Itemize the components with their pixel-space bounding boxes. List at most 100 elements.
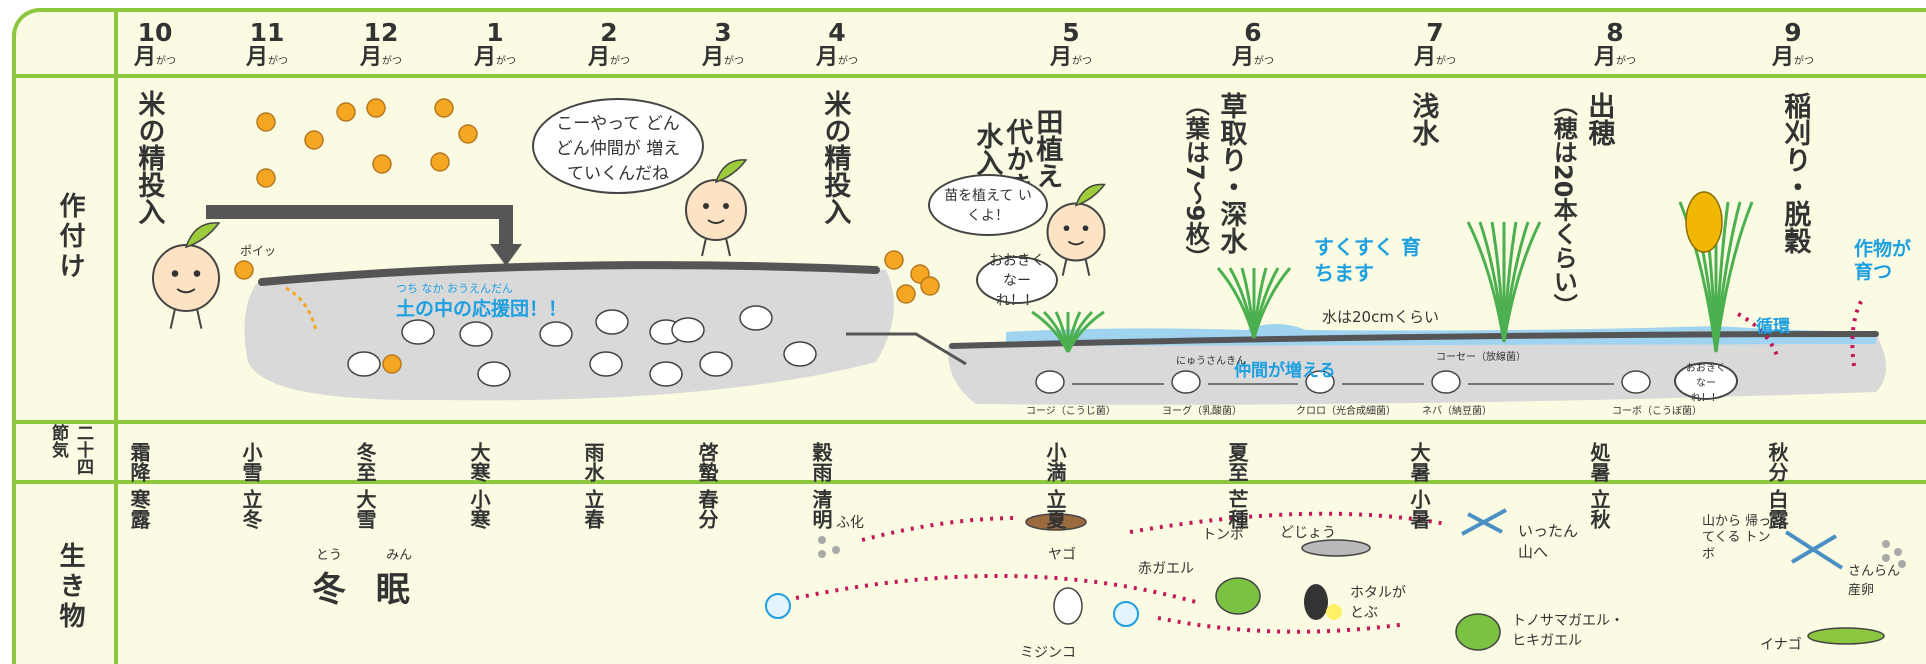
soil-microbe-13	[783, 341, 817, 367]
soil-microbe-12	[699, 351, 733, 377]
paddy-microbe-1	[1035, 370, 1065, 394]
hibernation-ruby: とう みん	[316, 548, 413, 563]
soil-microbe-4	[539, 321, 573, 347]
soil-microbe-7	[671, 317, 705, 343]
sekki-1: 霜降 寒露	[127, 442, 151, 529]
mijinko-bubble-2	[1113, 601, 1139, 627]
speech-bubble-grow: おおきく なーれ！！	[976, 253, 1058, 309]
soil-microbe-8	[739, 305, 773, 331]
task-rice-input-1: 米の精投入	[133, 90, 165, 225]
egg-dot-3	[818, 550, 826, 558]
dojo-icon	[1301, 539, 1371, 557]
mascot-planting-eye-right	[1082, 225, 1089, 232]
sekki-10: 大暑 小暑	[1407, 442, 1431, 529]
soil-surface-winter	[258, 261, 880, 286]
rice-mature-blade-7	[1714, 201, 1754, 353]
hotaru-glow-icon	[1326, 604, 1342, 620]
rice-seed-4	[366, 98, 386, 118]
mijinko-icon	[1053, 587, 1083, 625]
divider-header	[16, 74, 1926, 78]
soil-microbe-2	[401, 319, 435, 345]
speech-bubble-plant: 苗を植えて いくよ！	[928, 174, 1048, 236]
sekki-4: 大寒 小寒	[467, 442, 491, 529]
rice-seed-15	[920, 276, 940, 296]
return-tonbo-label: 山から 帰ってくる トンボ	[1702, 514, 1772, 562]
mijinko-label: ミジンコ	[1020, 645, 1076, 661]
frog-arrow	[1157, 616, 1407, 634]
paddy-microbe-2	[1171, 370, 1201, 394]
task-weeding-note: （葉は7〜9枚）	[1181, 92, 1210, 270]
throw-trail	[285, 286, 318, 331]
hotaru-icon	[1304, 584, 1328, 620]
mascot-thinking-eye-right	[723, 203, 729, 209]
inago-label: イナゴ	[1760, 637, 1802, 653]
egg-dot-2	[832, 546, 840, 554]
sekki-2: 小雪 立冬	[239, 442, 263, 529]
akagaeru-label: 赤ガエル	[1138, 561, 1194, 577]
water-depth-label: 水は20cmくらい	[1322, 308, 1439, 326]
tonosama-label: トノサマガエル・ ヒキガエル	[1512, 613, 1624, 649]
mijinko-bubble-1	[765, 593, 791, 619]
tonbo-egg-2	[1894, 548, 1902, 556]
friends-label: 仲間が増える	[1234, 361, 1336, 381]
task-rice-input-2: 米の精投入	[819, 90, 851, 225]
dojo-label: どじょう	[1280, 525, 1336, 541]
illustration-layer	[152, 98, 1906, 651]
tonbo-label: トンボ	[1202, 527, 1244, 543]
task-heading: 出穂	[1583, 92, 1615, 146]
cheer-label: 土の中の応援団！！	[396, 298, 568, 320]
sekki-12: 秋分 白露	[1765, 442, 1789, 529]
soil-microbe-11	[649, 361, 683, 387]
to-mountain-label: いったん 山へ	[1518, 522, 1579, 561]
rice-seedling-blade-7	[1066, 310, 1105, 353]
microbe-name-4: ネバ（納豆菌）	[1422, 406, 1492, 417]
microbe-top-2: にゅうさんきん	[1176, 356, 1246, 367]
soil-microbe-10	[589, 351, 623, 377]
soil-microbe-9	[477, 361, 511, 387]
speech-bubble-grow-2: おおきく なーれ！！	[1674, 362, 1738, 404]
crops-grow-label: 作物が 育つ	[1854, 238, 1912, 283]
rice-seed-8	[372, 154, 392, 174]
row-label-sekki: 二十四節気	[48, 424, 93, 475]
sekki-8: 小満 立夏	[1043, 442, 1067, 529]
paddy-microbe-4	[1431, 370, 1461, 394]
rice-seed-10	[234, 260, 254, 280]
mascot-throwing-eye-left	[171, 270, 179, 277]
mascot-thinking-eye-left	[703, 203, 709, 209]
mascot-thinking-leaf	[714, 159, 748, 184]
rice-seed-5	[434, 98, 454, 118]
rice-seed-11	[382, 354, 402, 374]
egg-dot-1	[818, 536, 826, 544]
mascot-planting-mouth	[1067, 240, 1085, 246]
rice-seed-6	[458, 124, 478, 144]
mascot-thinking-legs	[701, 237, 731, 257]
microbe-name-2: ヨーグ（乳酸菌）	[1162, 406, 1242, 417]
rice-young-blade-7	[1252, 267, 1292, 339]
task-asamizu: 浅水	[1407, 92, 1439, 146]
microbe-name-5: コーボ（こうぼ菌）	[1612, 406, 1702, 417]
tonosama-icon	[1455, 613, 1501, 651]
mascot-throwing-leaf	[184, 222, 221, 249]
mascot-planting-eye-left	[1063, 225, 1070, 232]
mascot-planting-legs	[1061, 258, 1091, 276]
arrow-big-down-head	[490, 244, 522, 266]
rice-seed-14	[896, 284, 916, 304]
rice-seed-12	[884, 250, 904, 270]
grow-label: すくすく 育ちます	[1314, 235, 1421, 285]
arrow-to-paddy	[846, 332, 967, 366]
hotaru-label: ホタルが とぶ	[1350, 585, 1406, 621]
task-heading-note: （穂は20本くらい）	[1549, 92, 1578, 318]
tonbo-egg-4	[1898, 560, 1906, 568]
sekki-3: 冬至 大雪	[353, 442, 377, 529]
sekki-5: 雨水 立春	[581, 442, 605, 529]
